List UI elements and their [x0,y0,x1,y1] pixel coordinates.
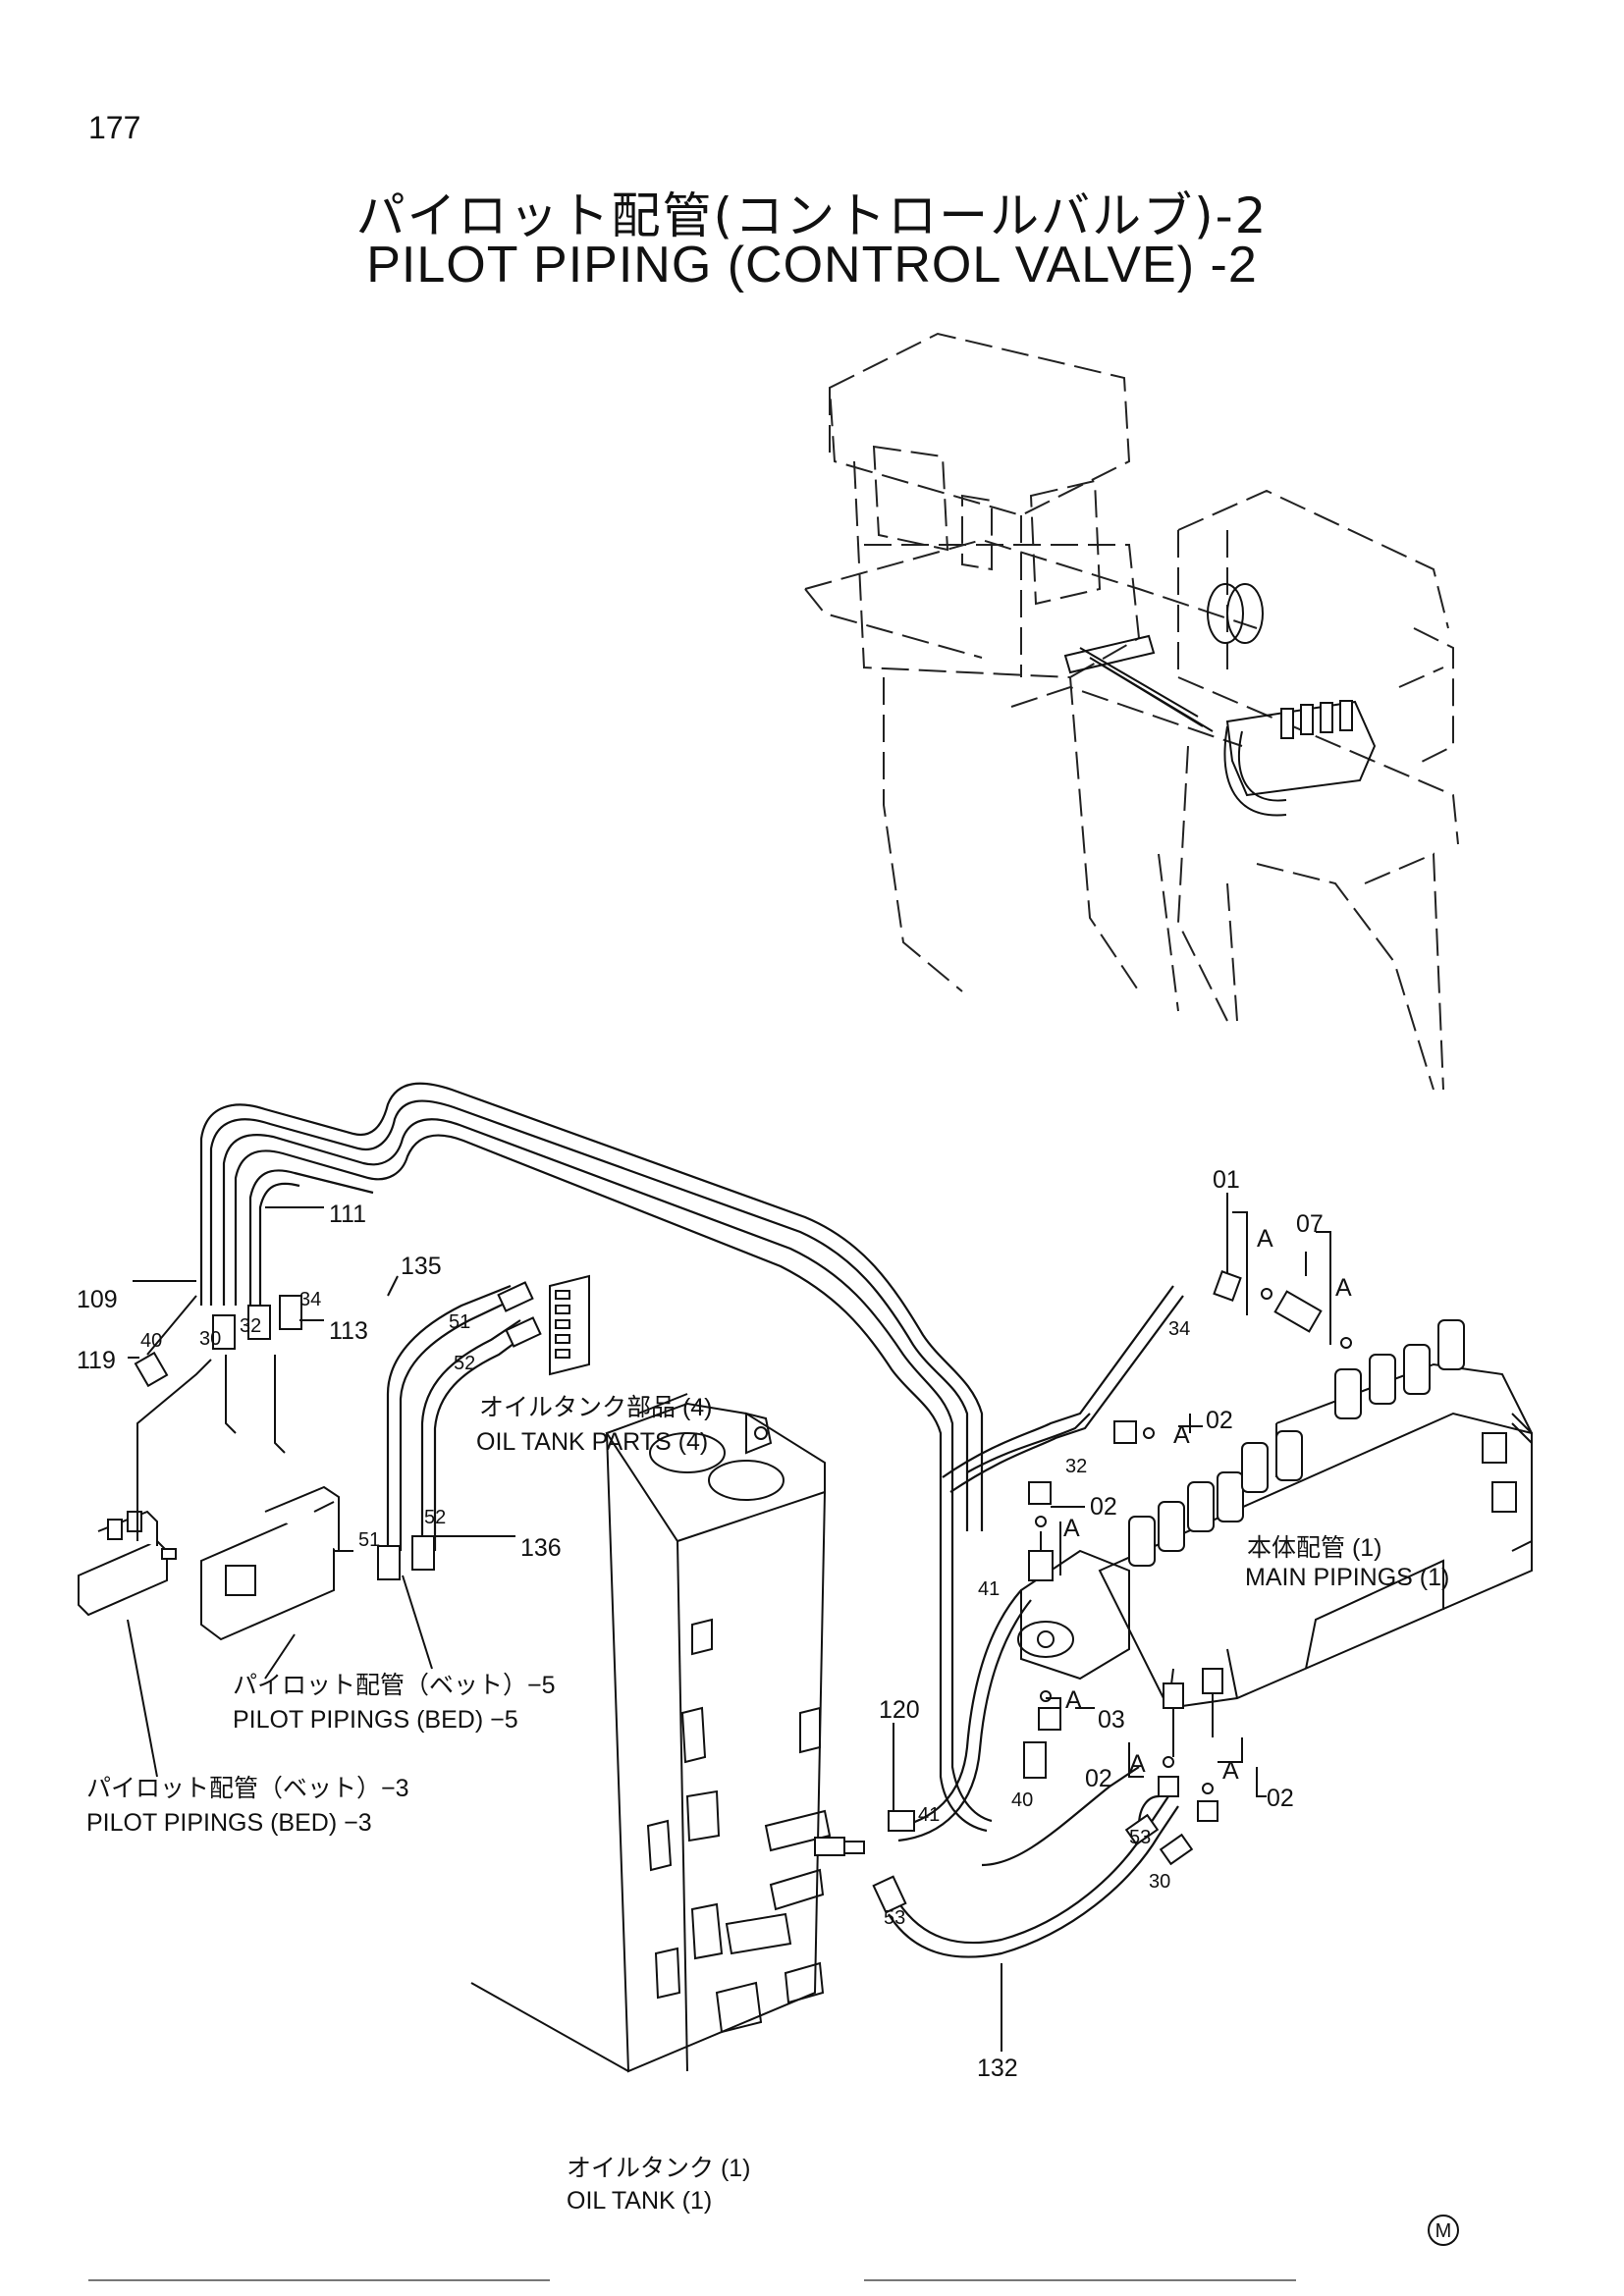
callout-34-right: 34 [1168,1318,1190,1340]
callout-02-lower-right: 02 [1267,1785,1294,1812]
callout-109: 109 [77,1286,118,1313]
ref-oil-tank-parts-en: OIL TANK PARTS (4) [476,1428,708,1456]
callout-30-left: 30 [199,1328,221,1350]
callout-40-right: 40 [1011,1789,1033,1811]
detail-a-7: A [1222,1757,1239,1785]
callout-40-left: 40 [140,1330,162,1352]
ref-oil-tank-en: OIL TANK (1) [567,2187,712,2215]
reference-labels: オイルタンク部品 (4) OIL TANK PARTS (4) 本体配管 (1)… [86,1394,1449,2215]
bottom-rule-left [88,2279,550,2281]
callout-52-upper: 52 [454,1353,475,1374]
callout-111: 111 [329,1201,366,1228]
machine-overview-drawing [804,332,1459,1091]
ref-oil-tank-parts-jp: オイルタンク部品 (4) [479,1394,713,1421]
leader-lines [127,1193,1331,2052]
detail-a-3: A [1173,1421,1190,1449]
callout-120: 120 [879,1696,920,1724]
ref-pilot-bed3-jp: パイロット配管（ベット）−3 [86,1775,409,1802]
circled-m-mark: M [1428,2215,1459,2246]
callout-53-lower: 53 [884,1907,905,1929]
ref-pilot-bed5-en: PILOT PIPINGS (BED) −5 [233,1706,518,1734]
ref-main-pipings-jp: 本体配管 (1) [1247,1534,1382,1562]
callout-32-left: 32 [240,1315,261,1337]
detail-a-6: A [1129,1750,1146,1778]
detail-a-4: A [1063,1515,1080,1542]
ref-oil-tank-jp: オイルタンク (1) [567,2155,751,2182]
callout-labels: 01 07 02 02 02 02 03 34 34 32 32 41 41 4… [77,1166,1352,2082]
bottom-rule-right [864,2279,1296,2281]
ref-pilot-bed3-en: PILOT PIPINGS (BED) −3 [86,1809,372,1837]
callout-52-lower: 52 [424,1507,446,1528]
callout-53-right: 53 [1129,1827,1151,1848]
callout-07: 07 [1296,1210,1324,1238]
callout-136: 136 [520,1534,562,1562]
mark-letter: M [1435,2220,1452,2242]
callout-30-right: 30 [1149,1871,1170,1893]
detail-a-2: A [1335,1274,1352,1302]
title-japanese: パイロット配管(コントロールバルブ)-2 [355,187,1269,244]
callout-02-lower-left: 02 [1085,1765,1112,1792]
callout-02-middle: 02 [1090,1493,1117,1521]
callout-03: 03 [1098,1706,1125,1734]
callout-113: 113 [329,1317,368,1345]
oil-tank-drawing [470,1402,865,2073]
title-english: PILOT PIPING (CONTROL VALVE) -2 [366,237,1258,294]
callout-135: 135 [401,1253,442,1280]
detail-a-5: A [1065,1686,1082,1714]
callout-41-upper: 41 [978,1578,1000,1600]
ref-main-pipings-en: MAIN PIPINGS (1) [1245,1564,1449,1591]
callout-51-lower: 51 [358,1529,380,1551]
ref-pilot-bed5-jp: パイロット配管（ベット）−5 [233,1672,556,1699]
control-valve-drawing [1017,1319,1533,1757]
callout-01: 01 [1213,1166,1240,1194]
pilot-hoses [199,1082,1184,1958]
callout-41-lower: 41 [918,1804,940,1826]
callout-132: 132 [977,2055,1018,2082]
callout-02-upper: 02 [1206,1407,1233,1434]
detail-a-1: A [1257,1225,1273,1253]
callout-119: 119 [77,1347,116,1374]
page-number: 177 [88,110,141,145]
callout-32-right: 32 [1065,1456,1087,1477]
fittings [78,1270,1352,1914]
spool-caps [1128,1319,1465,1567]
callout-34-left: 34 [299,1289,321,1310]
callout-51-upper: 51 [449,1311,470,1333]
